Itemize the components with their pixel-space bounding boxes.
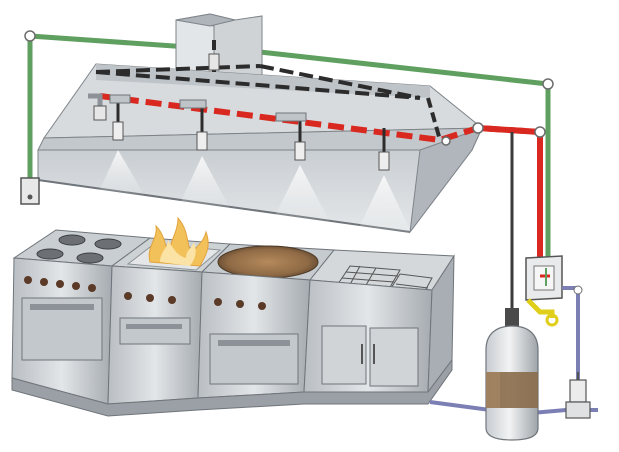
wok-pan-icon [217, 245, 319, 279]
discharge-nozzle-icon [294, 120, 306, 161]
nozzle-spray-cones [96, 150, 414, 238]
range-with-burners [11, 229, 152, 405]
hood-detection-cable [95, 40, 442, 141]
control-cable [526, 298, 559, 327]
deep-fryer [303, 249, 455, 394]
fryer-cabinet-door-left [321, 325, 367, 385]
gas-shutoff-valve-icon [565, 372, 591, 419]
duct-nozzle-icon [208, 53, 220, 71]
discharge-nozzles [88, 93, 390, 171]
extinguishing-agent-cylinder-icon [485, 308, 539, 441]
griddle-with-fire [107, 216, 232, 405]
discharge-nozzle-icon [196, 108, 208, 151]
manual-pull-station-icon [20, 177, 40, 205]
exhaust-duct [175, 13, 263, 79]
release-control-box-icon [525, 255, 563, 301]
discharge-nozzle-icon [378, 128, 390, 171]
fire-icon [148, 216, 209, 267]
wok-range [197, 243, 335, 399]
discharge-nozzle-icon [88, 93, 124, 141]
cooking-line [11, 216, 455, 417]
exhaust-hood [37, 63, 484, 234]
agent-distribution-line [99, 93, 546, 258]
detection-line [24, 30, 554, 268]
fryer-cabinet-door-right [369, 327, 419, 387]
